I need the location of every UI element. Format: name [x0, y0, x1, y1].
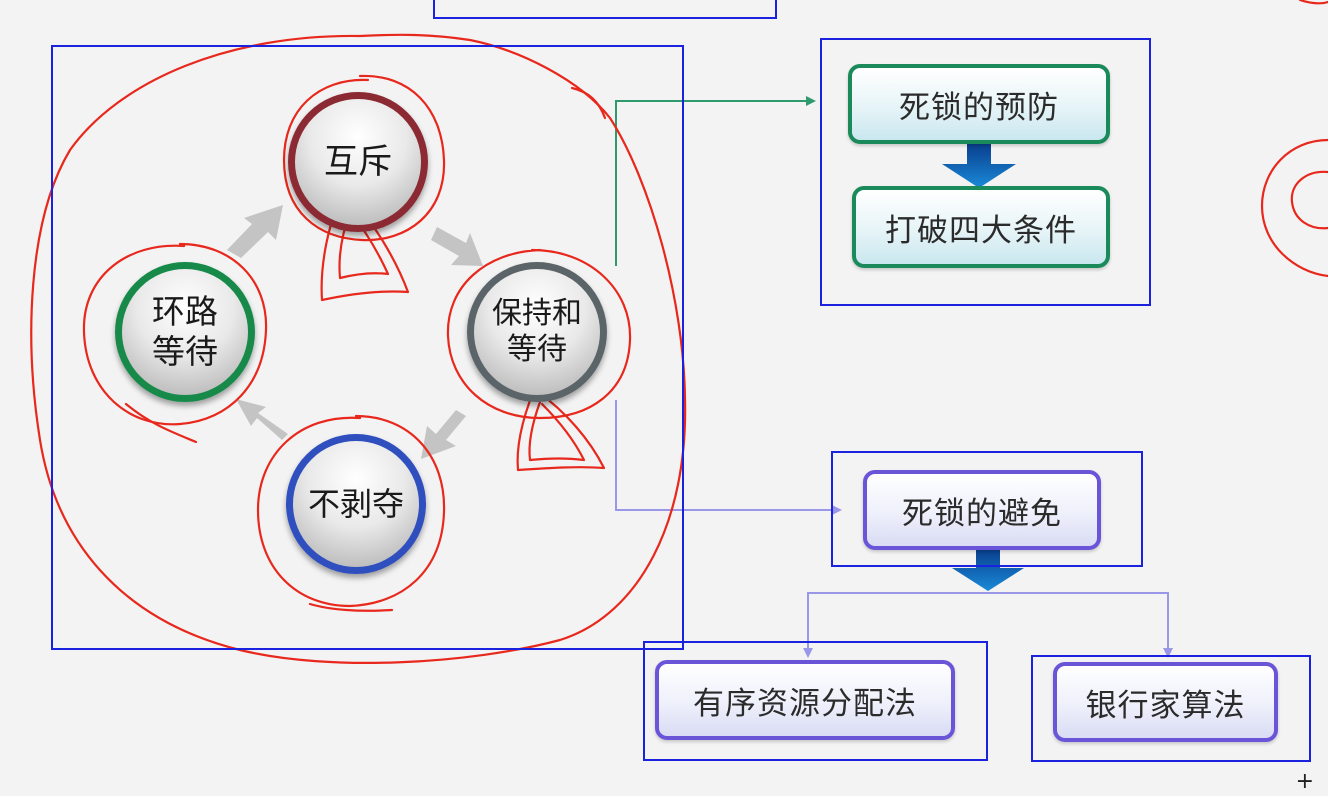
prevention-title-box: 死锁的预防 — [848, 64, 1110, 144]
connector-to-avoidance-arrowhead — [832, 505, 842, 515]
cycle-arrow-mutex-holdwait — [431, 227, 483, 266]
ordered-allocation-frame — [643, 641, 988, 761]
conditions-frame — [51, 45, 684, 650]
condition-no-preemption-label: 不剥夺 — [307, 484, 404, 523]
prevention-method-box: 打破四大条件 — [852, 186, 1110, 268]
cursor-crosshair: + — [1295, 769, 1314, 794]
top-partial-frame — [433, 0, 777, 19]
arrowhead-banker — [1163, 648, 1173, 658]
connector-to-prevention-arrowhead — [806, 96, 816, 106]
cycle-arrow-nopreempt-circular — [236, 399, 288, 440]
avoidance-frame — [831, 451, 1143, 567]
down-arrow-prevention — [942, 142, 1016, 188]
condition-mutex-label: 互斥 — [324, 141, 392, 182]
avoidance-title-box: 死锁的避免 — [863, 470, 1101, 550]
condition-hold-and-wait-label: 保持和 等待 — [492, 296, 582, 367]
connector-to-prevention — [615, 100, 814, 266]
prevention-title: 死锁的预防 — [899, 89, 1059, 126]
banker-algorithm-label: 银行家算法 — [1085, 687, 1246, 724]
ordered-allocation-box: 有序资源分配法 — [655, 660, 955, 740]
cycle-arrow-holdwait-nopreempt — [421, 410, 466, 459]
cycle-arrow-circular-mutex — [227, 205, 283, 258]
banker-frame — [1031, 655, 1311, 762]
banker-algorithm-box: 银行家算法 — [1053, 662, 1278, 742]
condition-mutex: 互斥 — [288, 92, 428, 232]
condition-circular-wait-label: 环路 等待 — [152, 292, 218, 371]
avoidance-title: 死锁的避免 — [902, 495, 1062, 532]
condition-hold-and-wait: 保持和 等待 — [467, 262, 607, 402]
prevention-frame — [820, 38, 1151, 306]
down-arrow-avoidance — [952, 547, 1024, 591]
condition-no-preemption: 不剥夺 — [286, 434, 426, 574]
arrowhead-ordered — [803, 648, 813, 658]
condition-circular-wait: 环路 等待 — [115, 262, 255, 402]
ordered-allocation-label: 有序资源分配法 — [693, 685, 917, 722]
connector-to-avoidance — [615, 400, 838, 511]
prevention-method: 打破四大条件 — [885, 212, 1077, 249]
connector-avoidance-methods — [807, 592, 1169, 655]
